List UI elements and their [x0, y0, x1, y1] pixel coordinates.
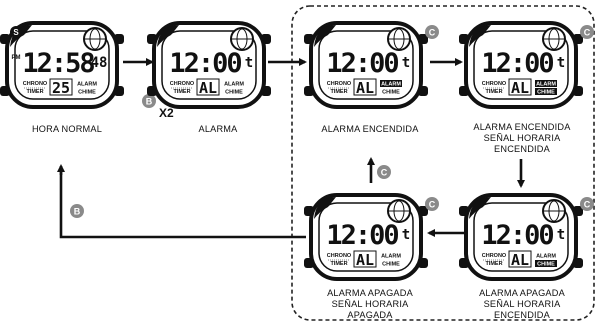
caption-normal: HORA NORMAL — [31, 124, 103, 134]
day-badge-letter: S — [13, 28, 19, 37]
alarm-label: ALARM — [536, 82, 556, 88]
alarm-cycle-boundary — [291, 5, 595, 321]
time-readout: 12:00 — [326, 48, 398, 79]
sub-display — [353, 78, 377, 96]
chime-label: CHIME — [225, 90, 243, 96]
transition-arrows — [57, 58, 525, 239]
button-b-return-marker: B — [70, 204, 84, 218]
timer-label: TIMER — [330, 261, 347, 267]
timer-label: TIMER — [485, 261, 502, 267]
caption-alarm: ALARMA — [198, 124, 238, 134]
chrono-label: CHRONO — [327, 253, 352, 259]
chime-label: CHIME — [382, 90, 400, 96]
button-b-press: B — [142, 94, 156, 108]
button-c-letter: C — [429, 200, 436, 210]
case-corner — [469, 197, 491, 219]
button-c-return-marker: C — [377, 165, 391, 179]
mode-suffix: t — [402, 55, 410, 71]
chrono-label: CHRONO — [482, 253, 507, 259]
caption-alarm-off-chime-off: ALARMA APAGADA SEÑAL HORARIA APAGADA — [327, 288, 413, 320]
sub-display-value: 25 — [52, 79, 70, 97]
lcd-frame — [161, 30, 257, 100]
pm-indicator: PM — [12, 55, 21, 61]
chrono-label: CHRONO — [23, 81, 48, 87]
button-c-letter: C — [584, 200, 591, 210]
chime-label: CHIME — [537, 90, 555, 96]
case-corner — [314, 25, 336, 47]
case-corner — [314, 197, 336, 219]
sub-display-value: AL — [199, 79, 217, 97]
button-c-icon — [580, 25, 594, 39]
sub-display-value: AL — [356, 251, 374, 269]
mode-suffix: t — [557, 55, 565, 71]
timer-label: TIMER — [485, 89, 502, 95]
mode-suffix: t — [557, 227, 565, 243]
sub-display-value: AL — [511, 251, 529, 269]
seconds-readout: 48 — [91, 55, 108, 71]
time-readout: 12:00 — [326, 220, 398, 251]
button-c-icon — [425, 25, 439, 39]
sub-display — [353, 250, 377, 268]
case-corner — [10, 25, 32, 47]
caption-alarm-off-chime-on: ALARMA APAGADA SEÑAL HORARIA ENCENDIDA — [479, 288, 565, 320]
chrono-label: CHRONO — [482, 81, 507, 87]
chrono-label: CHRONO — [327, 81, 352, 87]
alarm-indicator-on — [380, 80, 402, 87]
alarm-label: ALARM — [224, 82, 244, 88]
alarm-label: ALARM — [77, 82, 97, 88]
press-count-label: X2 — [159, 106, 174, 120]
caption-alarm-on-chime-on: ALARMA ENCENDIDA SEÑAL HORARIA ENCENDIDA — [473, 122, 571, 154]
svg-text:B: B — [74, 207, 81, 217]
timer-label: TIMER — [330, 89, 347, 95]
chime-label: CHIME — [382, 262, 400, 268]
caption-alarm-on: ALARMA ENCENDIDA — [321, 124, 419, 134]
sub-display — [196, 78, 220, 96]
lcd-frame — [14, 30, 110, 100]
case-corner — [157, 25, 179, 47]
time-readout: 12:00 — [481, 220, 553, 251]
sub-display — [49, 78, 73, 96]
button-c-letter: C — [584, 28, 591, 38]
button-b-letter: B — [146, 97, 153, 107]
time-readout: 12:00 — [481, 48, 553, 79]
time-readout: 12:58 — [22, 48, 94, 79]
button-c-letter: C — [429, 28, 436, 38]
alarm-label: ALARM — [381, 254, 401, 260]
chime-indicator-on — [535, 260, 557, 267]
sub-display-value: AL — [356, 79, 374, 97]
time-readout: 12:00 — [169, 48, 241, 79]
sub-display-value: AL — [511, 79, 529, 97]
timer-label: TIMER — [173, 89, 190, 95]
alarm-label: ALARM — [381, 82, 401, 88]
button-c-icon — [425, 197, 439, 211]
arrow-back-to-normal — [59, 171, 306, 239]
chime-indicator-on — [535, 88, 557, 95]
mode-suffix: t — [245, 55, 253, 71]
button-c-icon — [580, 197, 594, 211]
alarm-label: ALARM — [536, 254, 556, 260]
timer-label: TIMER — [26, 89, 43, 95]
case-corner — [469, 25, 491, 47]
chrono-label: CHRONO — [170, 81, 195, 87]
mode-suffix: t — [402, 227, 410, 243]
sub-display — [508, 250, 532, 268]
chime-label: CHIME — [537, 262, 555, 268]
alarm-indicator-on — [535, 80, 557, 87]
lcd-frame — [473, 202, 569, 272]
sub-display — [508, 78, 532, 96]
lcd-frame — [318, 202, 414, 272]
day-badge — [10, 26, 22, 38]
svg-text:C: C — [381, 168, 388, 178]
chime-label: CHIME — [78, 90, 96, 96]
